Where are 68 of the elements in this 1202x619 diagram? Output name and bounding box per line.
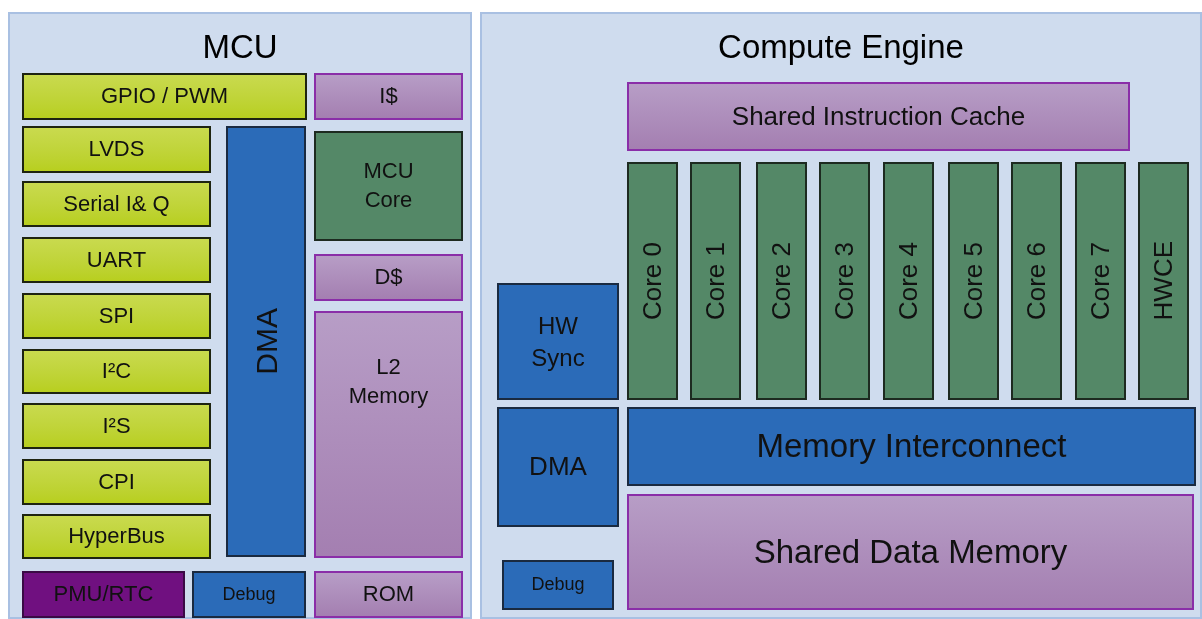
peripheral-block	[22, 403, 211, 449]
block-label: HW Sync	[530, 311, 586, 373]
block-label: DMA	[528, 450, 588, 484]
core-block	[756, 162, 807, 400]
block-label: Debug	[221, 582, 277, 606]
block-label: HyperBus	[67, 522, 166, 551]
core-block	[1075, 162, 1126, 400]
core-block	[948, 162, 999, 400]
block-label: PMU/RTC	[52, 580, 155, 609]
peripheral-block	[22, 293, 211, 339]
debug-block	[502, 560, 614, 610]
sync-block	[497, 283, 619, 400]
block-label: Core 1	[698, 240, 731, 322]
dma-block	[497, 407, 619, 527]
debug-block	[192, 571, 306, 618]
block-label: Serial I& Q	[62, 189, 171, 218]
block-label: UART	[85, 245, 148, 274]
core-block	[819, 162, 870, 400]
block-label: MCU Core	[362, 157, 415, 214]
block-label: Memory Interconnect	[755, 426, 1068, 467]
block-label: CPI	[97, 467, 136, 496]
memory-block	[314, 311, 463, 558]
block-label: Debug	[530, 573, 586, 597]
block-label: I$	[378, 82, 399, 111]
cache-block	[314, 73, 463, 120]
cache-block	[314, 254, 463, 301]
panel-title: Compute Engine	[717, 27, 965, 67]
block-label: Shared Instruction Cache	[730, 99, 1027, 133]
block-label: Core 4	[891, 240, 924, 322]
interconnect-block	[627, 407, 1196, 486]
block-label: HWCE	[1146, 240, 1179, 323]
block-label: Core 7	[1083, 240, 1116, 322]
block-label: ROM	[361, 580, 416, 609]
block-label: SPI	[97, 301, 136, 330]
core-block	[1011, 162, 1062, 400]
block-label: I²S	[101, 411, 132, 440]
block-label: GPIO / PWM	[99, 82, 230, 111]
memory-block	[314, 571, 463, 618]
core-block	[690, 162, 741, 400]
block-label: I²C	[100, 357, 133, 386]
block-label: Core 0	[635, 240, 668, 322]
memory-block	[627, 494, 1194, 610]
block-label: Core 2	[764, 240, 797, 322]
subsystem-panel	[480, 12, 1202, 619]
core-block	[627, 162, 678, 400]
block-label: Core 3	[827, 240, 860, 322]
block-label: Core 6	[1019, 240, 1052, 322]
power-block	[22, 571, 185, 618]
cache-block	[627, 82, 1130, 151]
peripheral-block	[22, 349, 211, 394]
block-label: DMA	[248, 307, 284, 377]
block-label: Core 5	[956, 240, 989, 322]
block-label: LVDS	[87, 135, 146, 164]
dma-block	[226, 126, 306, 557]
peripheral-block	[22, 514, 211, 559]
core-block	[314, 131, 463, 241]
core-block	[883, 162, 934, 400]
panel-title: MCU	[201, 27, 279, 67]
block-label: Shared Data Memory	[752, 531, 1069, 572]
peripheral-block	[22, 181, 211, 227]
block-label: L2 Memory	[347, 353, 430, 410]
subsystem-panel	[8, 12, 472, 619]
accelerator-block	[1138, 162, 1189, 400]
peripheral-block	[22, 73, 307, 120]
peripheral-block	[22, 237, 211, 283]
block-label: D$	[373, 263, 404, 292]
peripheral-block	[22, 126, 211, 173]
peripheral-block	[22, 459, 211, 505]
